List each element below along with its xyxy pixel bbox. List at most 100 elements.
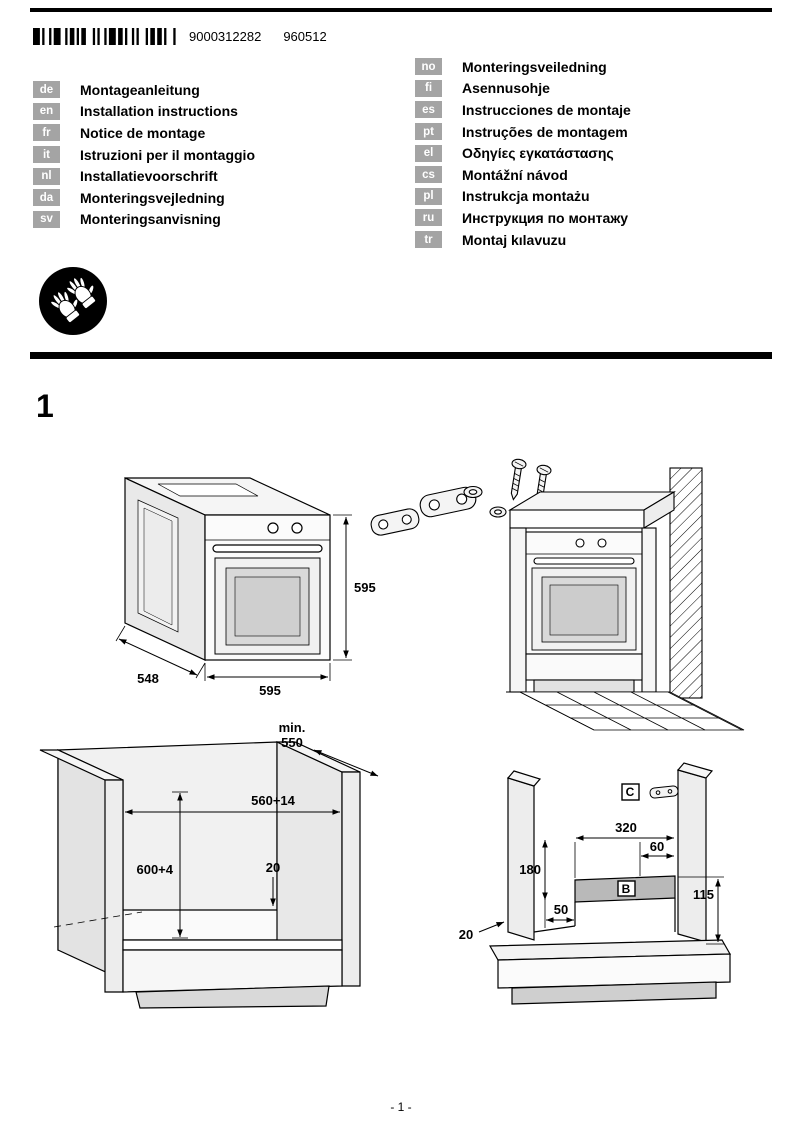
language-row: en Installation instructions	[33, 101, 255, 123]
language-title: Asennusohje	[462, 80, 550, 97]
language-row: de Montageanleitung	[33, 79, 255, 101]
cabinet-rear-dimensions: C 320 60 180 B 115 50 20	[459, 783, 724, 945]
language-title: Instrucciones de montaje	[462, 101, 631, 118]
screw-icon	[510, 458, 527, 501]
dim-115-label: 115	[693, 887, 714, 902]
language-row: sv Monteringsanvisning	[33, 209, 255, 231]
language-code-badge: no	[415, 58, 442, 76]
knob-icon	[575, 538, 585, 548]
cabinet-rear-view	[488, 762, 732, 1005]
fixing-bracket-icon	[419, 486, 477, 518]
language-code-badge: fi	[415, 79, 442, 97]
page-number: - 1 -	[390, 1100, 412, 1114]
language-code-badge: de	[33, 81, 60, 99]
language-code-badge: es	[415, 101, 442, 119]
language-title: Istruzioni per il montaggio	[80, 146, 255, 163]
min-label: min.	[279, 720, 306, 735]
language-title: Installatievoorschrift	[80, 168, 218, 185]
cabinet-niche-view	[39, 741, 361, 1009]
language-code-badge: en	[33, 102, 60, 120]
figure-number: 1	[36, 388, 54, 424]
knob-icon	[597, 538, 607, 548]
language-code-badge: pl	[415, 187, 442, 205]
knob-icon	[291, 522, 303, 534]
language-code-badge: nl	[33, 167, 60, 185]
language-title: Installation instructions	[80, 103, 238, 120]
reference-dashed-line	[53, 911, 143, 928]
oven-width-label: 595	[259, 683, 281, 698]
language-row: cs Montážní návod	[415, 164, 631, 186]
language-row: fi Asennusohje	[415, 78, 631, 100]
wall-hatch	[669, 467, 703, 699]
label-c: C	[626, 785, 635, 799]
language-code-badge: da	[33, 189, 60, 207]
language-title: Montaj kılavuzu	[462, 231, 567, 248]
barcode-row: 9000312282 960512	[33, 28, 327, 45]
language-list-left: de Montageanleitung en Installation inst…	[33, 79, 255, 230]
mounting-hardware	[370, 458, 552, 536]
fixing-bracket-icon	[370, 508, 420, 536]
language-list-right: no Monteringsveiledning fi Asennusohje e…	[415, 56, 631, 250]
label-c-box	[621, 783, 640, 801]
language-row: no Monteringsveiledning	[415, 56, 631, 78]
language-row: pl Instrukcja montażu	[415, 186, 631, 208]
language-title: Instrukcja montażu	[462, 188, 590, 205]
language-title: Notice de montage	[80, 124, 206, 141]
language-row: nl Installatievoorschrift	[33, 165, 255, 187]
min-depth-label: 550	[281, 735, 303, 750]
print-code: 960512	[283, 29, 327, 44]
language-row: ru Инструкция по монтажу	[415, 207, 631, 229]
dim-320-label: 320	[615, 820, 637, 835]
language-code-badge: cs	[415, 166, 442, 184]
niche-height-label: 600+4	[136, 862, 173, 877]
language-code-badge: sv	[33, 210, 60, 228]
oven-installed-view	[506, 467, 745, 731]
language-row: da Monteringsvejledning	[33, 187, 255, 209]
rear-gap-label: 20	[266, 860, 280, 875]
knob-icon	[267, 522, 279, 534]
language-row: fr Notice de montage	[33, 122, 255, 144]
language-code-badge: tr	[415, 231, 442, 249]
dim-50-label: 50	[554, 902, 568, 917]
washer-icon	[463, 485, 483, 499]
bracket-small-icon	[649, 785, 679, 799]
dim-180-label: 180	[519, 862, 541, 877]
language-row: el Οδηγίες εγκατάστασης	[415, 142, 631, 164]
oven-isometric-view	[124, 477, 331, 661]
language-row: tr Montaj kılavuzu	[415, 229, 631, 251]
niche-width-label: 560+14	[251, 793, 296, 808]
door-handle	[533, 557, 635, 565]
language-title: Monteringsveiledning	[462, 58, 607, 75]
language-title: Monteringsvejledning	[80, 189, 225, 206]
language-code-badge: fr	[33, 124, 60, 142]
dim-60-label: 60	[650, 839, 664, 854]
oven-depth-label: 548	[137, 671, 159, 686]
language-row: es Instrucciones de montaje	[415, 99, 631, 121]
language-code-badge: ru	[415, 209, 442, 227]
language-code-badge: pt	[415, 123, 442, 141]
language-row: pt Instruções de montagem	[415, 121, 631, 143]
language-title: Montážní návod	[462, 166, 568, 183]
language-title: Instruções de montagem	[462, 123, 628, 140]
label-b: B	[622, 882, 631, 896]
cabinet-niche-dimensions: min. 550 560+14 600+4 20	[53, 720, 379, 939]
top-rule	[30, 8, 772, 12]
language-title: Οδηγίες εγκατάστασης	[462, 145, 614, 162]
oven-dimension-lines: 595 595 548	[115, 514, 376, 698]
language-code-badge: el	[415, 144, 442, 162]
barcode-number: 9000312282	[189, 29, 262, 44]
door-handle	[212, 544, 323, 553]
language-title: Инструкция по монтажу	[462, 209, 629, 226]
language-code-badge: it	[33, 146, 60, 164]
language-title: Monteringsanvisning	[80, 211, 221, 228]
oven-height-label: 595	[354, 580, 376, 595]
language-row: it Istruzioni per il montaggio	[33, 144, 255, 166]
floor-tiles	[519, 691, 745, 731]
barcode	[33, 28, 176, 45]
installation-diagrams: 595 595 548	[39, 458, 745, 1009]
protective-gloves-icon	[39, 267, 107, 335]
language-title: Montageanleitung	[80, 81, 200, 98]
washer-icon	[489, 506, 507, 518]
dim-20-label: 20	[459, 927, 473, 942]
